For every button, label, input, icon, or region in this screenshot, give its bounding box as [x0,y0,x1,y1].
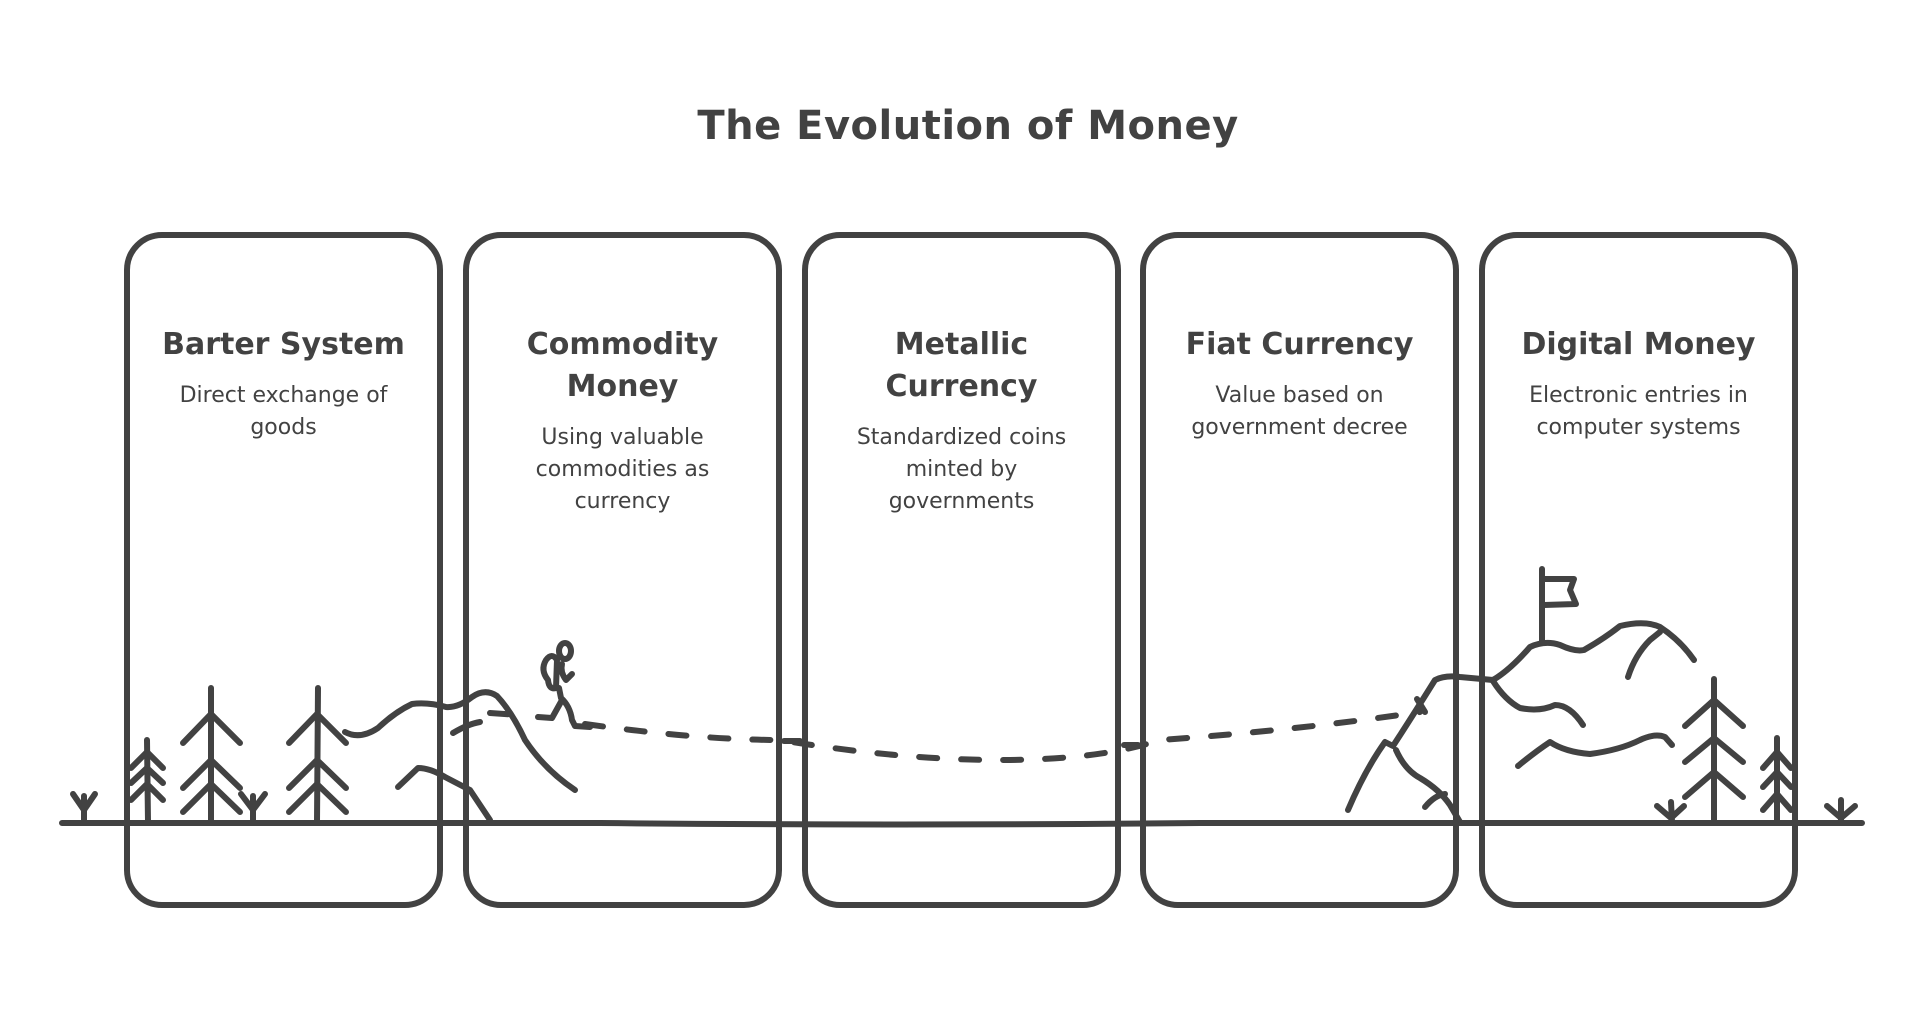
stage-description: Electronic entries in computer systems [1529,383,1748,440]
stage-title: Fiat Currency [1185,327,1414,362]
stage-description: Direct exchange of goods [179,383,388,440]
stage-card-commodity-money: Commodity Money Using valuable commoditi… [463,232,782,908]
stage-description: Value based on government decree [1191,383,1408,440]
grass-tuft-icon [1824,797,1858,825]
stage-card-digital-money: Digital Money Electronic entries in comp… [1479,232,1798,908]
grass-tuft-icon [70,791,98,825]
stage-title: Commodity Money [526,327,719,404]
stage-card-barter-system: Barter System Direct exchange of goods [124,232,443,908]
stage-title: Digital Money [1521,327,1756,362]
stage-card-fiat-currency: Fiat Currency Value based on government … [1140,232,1459,908]
stage-title: Barter System [162,327,405,362]
diagram-title: The Evolution of Money [697,103,1239,149]
stage-description: Using valuable commodities as currency [535,425,710,514]
stage-title: Metallic Currency [885,327,1038,404]
stage-description: Standardized coins minted by governments [856,425,1067,514]
stage-card-metallic-currency: Metallic Currency Standardized coins min… [802,232,1121,908]
